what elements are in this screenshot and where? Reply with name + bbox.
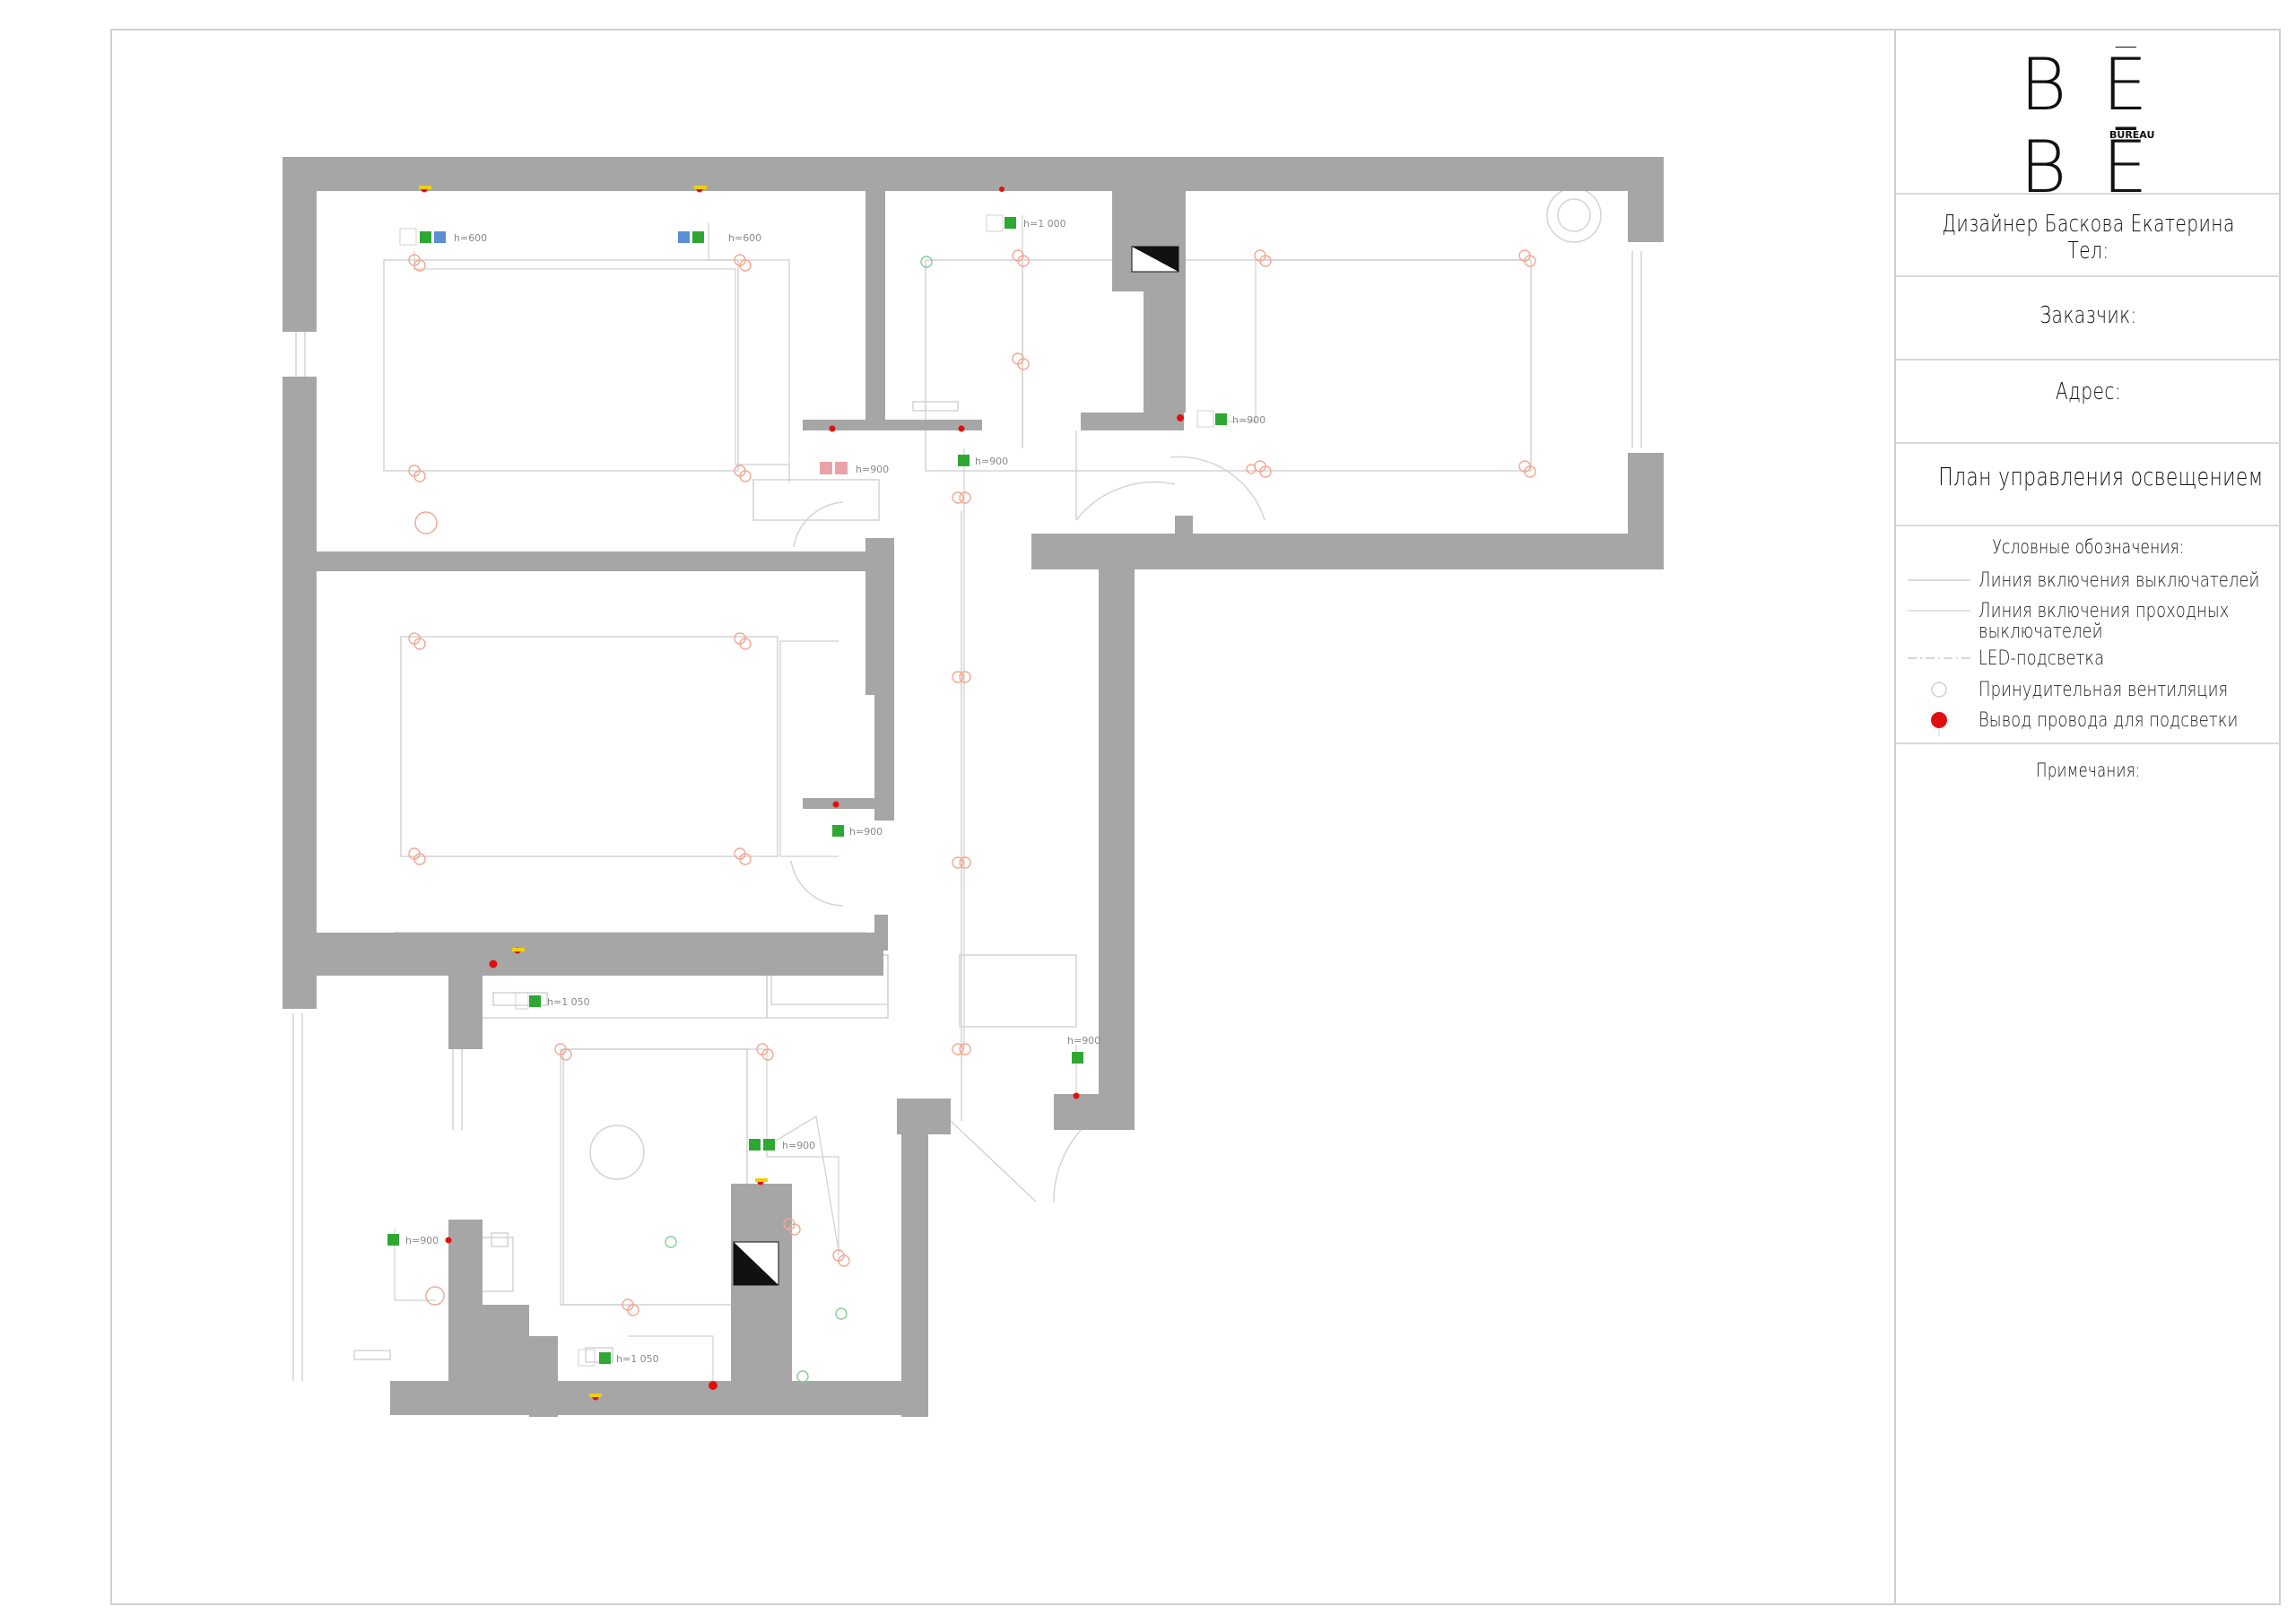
legend-row-pass-switch-line-cont: выключателей <box>1896 619 2281 649</box>
switch-8 <box>529 995 541 1007</box>
switch-10 <box>749 1139 761 1151</box>
legend-label: LED-подсветка <box>1979 647 2105 670</box>
vent-symbol-icon <box>1931 682 1947 698</box>
switch-label: h=1 050 <box>616 1353 659 1365</box>
switch-line-symbol <box>1908 579 1970 581</box>
pass-switch-line-symbol <box>1908 610 1970 612</box>
svg-text:B: B <box>2020 126 2066 199</box>
legend-label: Линия включения проходных <box>1979 600 2230 622</box>
legend-label: выключателей <box>1979 621 2103 643</box>
notes-label: Примечания: <box>2036 760 2141 781</box>
legend-label: Вывод провода для подсветки <box>1979 709 2239 732</box>
svg-text:B: B <box>2020 47 2066 126</box>
notes-cell: Примечания: <box>1896 744 2281 1605</box>
sheet-title-cell: План управления освещением <box>1896 444 2281 526</box>
switch-1 <box>420 231 431 243</box>
wire-outlet-icon <box>1931 712 1947 736</box>
switch-labels: h=600 h=600 h=1 000 h=900 h=900 h=900 h=… <box>405 218 1265 1365</box>
switch-label: h=900 <box>1232 414 1265 426</box>
bebe-logo: B Ē B Ē BUREAU <box>2020 47 2154 199</box>
switch-3 <box>1004 217 1016 229</box>
client-cell: Заказчик: <box>1896 277 2281 360</box>
led-marks <box>419 186 768 1397</box>
furniture-lines <box>292 187 1642 1381</box>
designer-phone: Тел: <box>2067 238 2109 265</box>
legend-label: Линия включения выключателей <box>1979 569 2260 592</box>
legend-row-switch-line: Линия включения выключателей <box>1896 566 2281 596</box>
designer-cell: Дизайнер Баскова Екатерина Тел: <box>1896 195 2281 277</box>
switch-11 <box>387 1234 399 1246</box>
designer-name: Дизайнер Баскова Екатерина <box>1942 211 2235 238</box>
switch-5 <box>958 455 970 466</box>
switch-label: h=900 <box>856 464 889 475</box>
legend-cell: Условные обозначения: Линия включения вы… <box>1896 526 2281 744</box>
svg-text:Ē: Ē <box>2102 126 2148 199</box>
legend-row-wire: Вывод провода для подсветки <box>1896 706 2281 736</box>
legend-row-vent: Принудительная вентиляция <box>1896 675 2281 706</box>
svg-text:BUREAU: BUREAU <box>2109 129 2154 141</box>
led-strip-symbol <box>1908 657 1970 659</box>
switch-6 <box>1215 413 1227 425</box>
switch-12 <box>599 1352 611 1364</box>
legend-heading: Условные обозначения: <box>1992 536 2185 558</box>
ventilation <box>665 256 933 1383</box>
switch-label: h=900 <box>782 1140 815 1151</box>
svg-text:Ē: Ē <box>2102 47 2148 126</box>
switch-label: h=1 000 <box>1023 218 1066 230</box>
switch-label: h=600 <box>454 232 487 244</box>
title-block: B Ē B Ē BUREAU Дизайнер Баскова Екатерин… <box>1894 29 2281 1605</box>
switch-label: h=600 <box>728 232 761 244</box>
sheet-frame <box>110 29 2281 1605</box>
switch-label: h=1 050 <box>547 996 590 1008</box>
walls <box>283 157 1664 1417</box>
address-label: Адрес: <box>2055 378 2122 405</box>
legend-row-led: LED-подсветка <box>1896 644 2281 674</box>
switch-9 <box>1072 1052 1083 1064</box>
switch-label: h=900 <box>849 826 883 838</box>
switch-4 <box>820 462 832 474</box>
switch-lines <box>394 215 1525 1381</box>
switch-7 <box>832 825 844 837</box>
logo-cell: B Ē B Ē BUREAU <box>1896 29 2281 199</box>
wire-outlets <box>421 186 1184 1401</box>
client-label: Заказчик: <box>2039 302 2137 329</box>
legend-row-pass-switch-line: Линия включения проходных <box>1896 598 2281 629</box>
light-fixtures <box>408 249 1536 1316</box>
switch-label: h=900 <box>975 456 1008 467</box>
switch-label: h=900 <box>405 1235 439 1246</box>
vent-shafts <box>733 246 1179 1286</box>
switch-2 <box>678 231 690 243</box>
switches <box>387 214 1227 1367</box>
switch-label: h=900 <box>1067 1035 1100 1046</box>
legend-label: Принудительная вентиляция <box>1979 679 2229 701</box>
sheet-title: План управления освещением <box>1938 462 2264 491</box>
address-cell: Адрес: <box>1896 360 2281 444</box>
